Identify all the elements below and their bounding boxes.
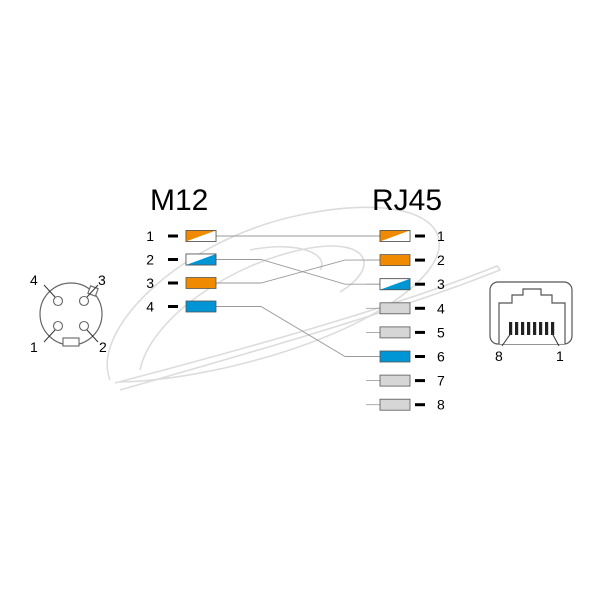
rj45-face-label-8: 8	[495, 348, 503, 364]
m12-pin-4-wire-color	[185, 300, 217, 313]
rj45-pin-6-wire-color	[379, 350, 411, 363]
m12-leader-4	[43, 284, 56, 298]
rj45-pin-number: 3	[437, 276, 445, 292]
m12-title: M12	[150, 184, 208, 217]
rj45-pin-4-wire-color	[379, 302, 411, 315]
rj45-contact	[521, 322, 525, 335]
rj45-contact	[515, 322, 519, 335]
wire-m12-4-to-rj45-6	[216, 306, 380, 357]
m12-leader-1	[43, 329, 56, 343]
m12-face-label-2: 2	[99, 339, 107, 355]
wire-connections	[216, 235, 380, 357]
rj45-pin-number: 4	[437, 300, 445, 316]
m12-pin-2-wire-color	[185, 253, 217, 266]
rj45-pin-number: 1	[437, 228, 445, 244]
m12-pin-1-wire-color	[185, 230, 217, 242]
rj45-pin-3-wire-color	[379, 278, 411, 291]
m12-face-label-3: 3	[98, 272, 106, 288]
rj45-contact	[509, 322, 513, 335]
rj45-contact	[551, 322, 555, 335]
rj45-pin-number: 2	[437, 252, 445, 268]
m12-face-label-1: 1	[30, 339, 38, 355]
m12-pin-hole-3	[78, 295, 90, 307]
rj45-pin-5-wire-color	[379, 326, 411, 339]
wire-m12-3-to-rj45-2	[216, 259, 380, 284]
rj45-pin-number: 7	[437, 373, 445, 389]
m12-pin-hole-1	[52, 320, 64, 332]
rj45-pin-number: 6	[437, 349, 445, 365]
rj45-pin-number: 5	[437, 324, 445, 340]
rj45-contact	[527, 322, 531, 335]
rj45-contacts	[509, 322, 555, 335]
rj45-leader-8	[501, 332, 512, 347]
rj45-contact	[539, 322, 543, 335]
m12-leader-3	[86, 284, 99, 298]
rj45-pin-7-wire-color	[379, 374, 411, 387]
m12-pin-hole-2	[78, 320, 90, 332]
m12-connector-face: 4 3 1 2	[30, 272, 107, 355]
rj45-pin-1-wire-color	[379, 230, 411, 242]
rj45-title: RJ45	[372, 184, 442, 217]
m12-pin-number: 4	[146, 299, 154, 315]
watermark-swoosh	[106, 206, 502, 391]
rj45-pin-8-wire-color	[379, 398, 411, 411]
rj45-contact	[533, 322, 537, 335]
m12-pin-number: 2	[146, 252, 154, 268]
m12-pin-hole-4	[52, 295, 64, 307]
rj45-pin-list: 1 2 3 4 5 6 7 8	[366, 228, 445, 413]
m12-pin-3-wire-color	[185, 277, 217, 289]
m12-face-label-4: 4	[30, 272, 38, 288]
rj45-pin-2-wire-color	[379, 254, 411, 267]
m12-pin-list: 1 2 3 4	[146, 228, 217, 315]
m12-pin-number: 3	[146, 275, 154, 291]
m12-leader-2	[86, 329, 99, 343]
rj45-contact	[545, 322, 549, 335]
m12-pin-number: 1	[146, 228, 154, 244]
m12-face-key	[62, 337, 80, 347]
rj45-connector-face: 8 1	[489, 281, 573, 364]
rj45-pin-number: 8	[437, 397, 445, 413]
rj45-leader-1	[551, 332, 560, 347]
rj45-face-label-1: 1	[556, 348, 564, 364]
